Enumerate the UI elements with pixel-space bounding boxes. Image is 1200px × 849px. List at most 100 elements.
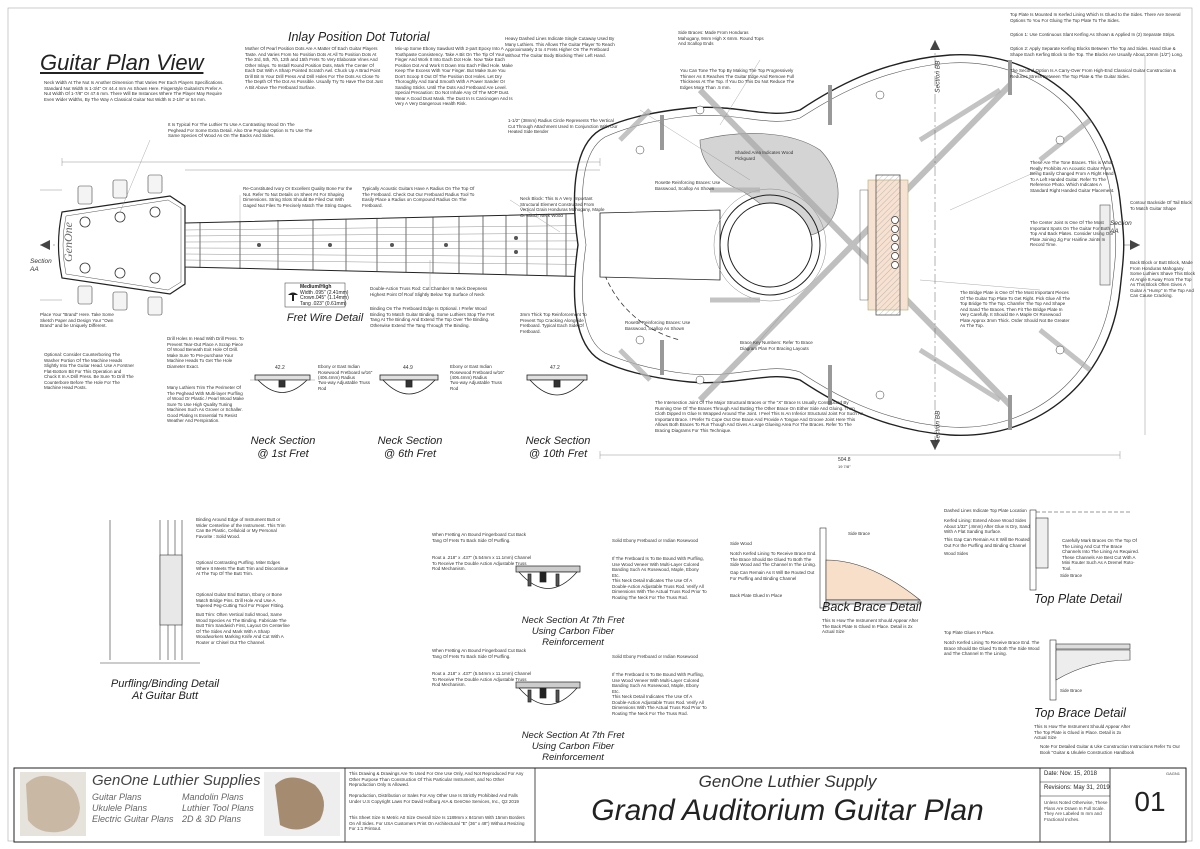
purfling-note-1: Binding Around Edge of Instrument Butt o… (196, 517, 286, 539)
top-plate-f: Side Brace (1060, 573, 1083, 578)
link-electric-guitar-plans[interactable]: Electric Guitar Plans (92, 814, 174, 824)
link-ukulele-plans[interactable]: Ukulele Plans (92, 803, 148, 813)
legal-1: This Drawing & Drawings Are To Used For … (349, 771, 524, 787)
top-brace-c: Side Brace (1060, 688, 1083, 693)
section-arrow-left (40, 240, 50, 250)
section-arrow-right (1130, 240, 1140, 250)
x-brace-note: The Intersection Joint Of The Major Stru… (655, 400, 864, 433)
peghead-note: Place Your "Brand" Here. Take Some Sketc… (40, 312, 114, 328)
fret-wire-crown: Crown.045" (1.14mm) (300, 295, 349, 302)
logo-guitar-image (20, 772, 340, 836)
back-brace-c: Notch Kerfed Lining To Receive Brace End… (730, 551, 817, 567)
link-guitar-plans[interactable]: Guitar Plans (92, 792, 142, 802)
optional-note: Optional: Consider Counterboring The Was… (44, 352, 134, 390)
legal-3: This Sheet Size Is Metric A0 Size Overal… (349, 815, 525, 831)
carbon-sub-2: Using Carbon Fiber (531, 741, 615, 752)
carbon-section-b (515, 681, 581, 705)
side-brace-note: Side Braces: Made From Honduras Mahogany… (678, 30, 764, 46)
center-joint-note: The Center Joint Is One Of The Most Impo… (1030, 220, 1114, 247)
carbon-title-2: Neck Section At 7th Fret (521, 730, 625, 741)
purfling-note-2: Optional Contrasting Purfling. Miter Edg… (196, 560, 289, 576)
fret-dim-1: 42.2 (275, 365, 285, 371)
carbon-note-d1: If The Fretboard Is To Be Bound With Pur… (612, 556, 704, 578)
section-bb-bottom: Section BB (934, 410, 942, 443)
tuner-machines (77, 174, 163, 316)
bridge-plate-note: The Bridge Plate is One Of The Most Impo… (960, 290, 1070, 328)
back-brace-detail (819, 527, 921, 609)
pickguard-note: Shaded Area Indicates Wood Pickguard (735, 150, 794, 161)
truss-note-1: Two-way Adjustable Truss Rod (318, 380, 371, 391)
strip-note: 3mm Thick Top Reinforcement To Prevent T… (520, 312, 587, 334)
fretboard-extension (599, 209, 721, 281)
position-dots (257, 236, 518, 254)
top-brace-detail (1049, 639, 1131, 701)
back-brace-note: This Is How The Instrument Should Appear… (822, 618, 919, 634)
fret-dim-6: 44.9 (403, 365, 413, 371)
truss-rod-note: Double-Action Truss Rod: Cut Chamber In … (370, 286, 488, 297)
section-bb-top: Section BB (934, 60, 942, 93)
carbon-sub2-1: Reinforcement (542, 637, 604, 648)
relief-note: Re-Constituted Ivory Or Excellent Qualit… (243, 186, 353, 208)
links-col-1: Guitar Plans Ukulele Plans Electric Guit… (92, 792, 174, 825)
fret-wire-width: Width .095" (2.41mm) (300, 289, 349, 296)
ebony-note-1: Ebony or East Indian Rosewood Fretboard … (318, 364, 373, 380)
tail-block-note: Contour Backside Of Tail Block To Match … (1130, 200, 1192, 211)
carbon-note-a2: When Fretting An Bound Fingerboard Cut B… (432, 648, 527, 659)
radius-note: Typically Acoustic Guitars Have A Radius… (362, 186, 475, 208)
neck-width-note: Neck Width At The Nut Is Another Dimensi… (44, 80, 224, 102)
link-luthier-tool-plans[interactable]: Luthier Tool Plans (182, 803, 254, 813)
link-2d-3d-plans[interactable]: 2D & 3D Plans (182, 814, 242, 824)
carbon-sub-1: Using Carbon Fiber (531, 626, 615, 637)
fret-wire-heading: Medium/High (300, 284, 332, 290)
x-braces (697, 82, 1013, 408)
top-plate-title: Top Plate Detail (1034, 592, 1122, 606)
top-plate-e: Carefully Mark Braces On The Top Of The … (1062, 538, 1139, 571)
purfling-note-3: Optional Guitar End Button, Ebony or Bon… (196, 592, 285, 608)
ebony-note-2: Ebony or East Indian Rosewood Fretboard … (450, 364, 505, 380)
links-col-2: Mandolin Plans Luthier Tool Plans 2D & 3… (182, 792, 254, 825)
tone-braces (618, 87, 1092, 403)
brace-number-circles (635, 90, 1065, 400)
back-brace-a: Side Brace (848, 531, 871, 536)
section-aa-right: Section AA (1110, 220, 1132, 235)
company-name: GenOne Luthier Supply (698, 772, 877, 791)
tail-block (1099, 204, 1111, 286)
inlay-text-2: Mix-up Some Ebony Sawdust With 2-part Ep… (395, 46, 513, 106)
plan-revision: Revisions: May 31, 2019 (1044, 785, 1110, 791)
dimension-lines (40, 55, 1146, 459)
purfling-note-4: Butt Trim: Often Vertical Solid Wood, Sa… (196, 612, 290, 645)
binding-note: Binding On The Fretboard Edge Is Optiona… (370, 306, 495, 328)
carbon-note-c2: Solid Ebony Fretboard or Indian Rosewood (612, 654, 699, 659)
back-brace-d: Gap Can Remain As It Will Be Routed Out … (730, 570, 815, 581)
top-plate-detail (1029, 509, 1130, 591)
rosette-note: Rosette Reinforcing Braces: Use Basswood… (655, 180, 721, 191)
tuners-note: It Is Typical For The Luthier To Use A C… (168, 122, 313, 138)
fret-dim-10: 47.2 (550, 365, 560, 371)
top-plate-a: Dashed Lines Indicate Top Plate Location (944, 508, 1027, 513)
title-block-border (13, 767, 1187, 843)
purfling-sub: At Guitar Butt (131, 690, 199, 702)
tuner-posts (79, 206, 161, 284)
neck-section-6-sub: @ 6th Fret (383, 448, 437, 460)
leader-lines (119, 59, 1041, 341)
option-1: Option 1: Use Continuous Slant Kerfing A… (1010, 32, 1176, 37)
neck-section-6-title: Neck Section (377, 435, 443, 447)
neck-section-1-sub: @ 1st Fret (257, 448, 309, 460)
truss-note-2: Two-way Adjustable Truss Rod (450, 380, 503, 391)
carbon-title-1: Neck Section At 7th Fret (521, 615, 625, 626)
link-mandolin-plans[interactable]: Mandolin Plans (182, 792, 244, 802)
carbon-note-e1: This Neck Detail Indicates The Use Of A … (612, 578, 707, 600)
carbon-note-b2: Rout a .218" x .437" (5.54mm x 11.1mm) C… (432, 671, 532, 687)
tone-tip: You Can Tone The Top By Making The Top P… (680, 68, 795, 90)
neck-section-1st-fret (250, 374, 315, 393)
section-aa-left: Section AA (30, 258, 52, 273)
plan-title: Grand Auditorium Guitar Plan (591, 794, 984, 827)
peghead-purfling (62, 199, 182, 291)
top-plate-b: Kerfed Lining: Extend Above Wood Sides A… (944, 518, 1030, 534)
neck-section-10-sub: @ 10th Fret (528, 448, 588, 460)
peghead-brand-mark: GenOne (61, 221, 75, 262)
plan-notes: Unless Noted Otherwise, These Plans Are … (1044, 800, 1108, 822)
drill-note: Drill Holes In Head With Drill Press. To… (167, 336, 244, 369)
